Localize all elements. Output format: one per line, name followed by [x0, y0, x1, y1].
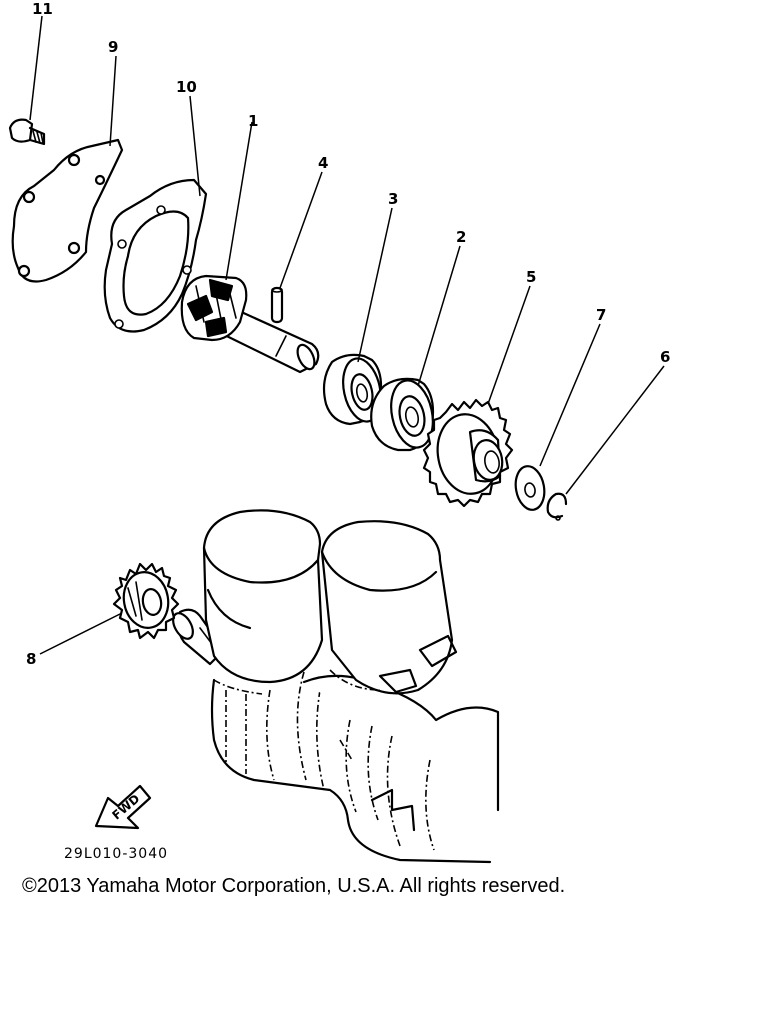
part-1-impeller-shaft: [180, 274, 320, 374]
part-3-bearing: [322, 353, 383, 426]
callout-4: 4: [318, 154, 328, 172]
part-4-pin: [270, 286, 284, 324]
callout-10: 10: [176, 78, 197, 96]
part-8-crank-gear: [112, 562, 180, 640]
callout-7: 7: [596, 306, 606, 324]
part-11-bolt: [8, 118, 46, 146]
part-7-washer: [514, 465, 546, 511]
part-6-circlip: [546, 492, 568, 521]
callout-numbers: 11 9 10 1 4 3 2 5 7 6 8: [26, 0, 670, 668]
callout-6: 6: [660, 348, 670, 366]
copyright-notice: ©2013 Yamaha Motor Corporation, U.S.A. A…: [22, 875, 566, 897]
engine-crankcase: [172, 608, 500, 864]
engine-cylinders: [202, 509, 458, 695]
callout-3: 3: [388, 190, 398, 208]
part-2-oil-seal: [370, 377, 435, 452]
callout-11: 11: [32, 0, 53, 18]
part-5-gear: [422, 398, 514, 508]
callout-5: 5: [526, 268, 536, 286]
leader-lines: [29, 15, 665, 655]
callout-2: 2: [456, 228, 466, 246]
callout-1: 1: [248, 112, 258, 130]
part-10-gasket: [103, 178, 208, 333]
callout-8: 8: [26, 650, 36, 668]
diagram-code: 29L010-3040: [64, 846, 169, 862]
exploded-parts-diagram: FWD 11 9 10 1 4 3 2 5 7 6 8: [8, 0, 670, 864]
forward-direction-arrow: FWD: [94, 784, 152, 830]
callout-9: 9: [108, 38, 118, 56]
part-9-cover: [11, 138, 124, 283]
